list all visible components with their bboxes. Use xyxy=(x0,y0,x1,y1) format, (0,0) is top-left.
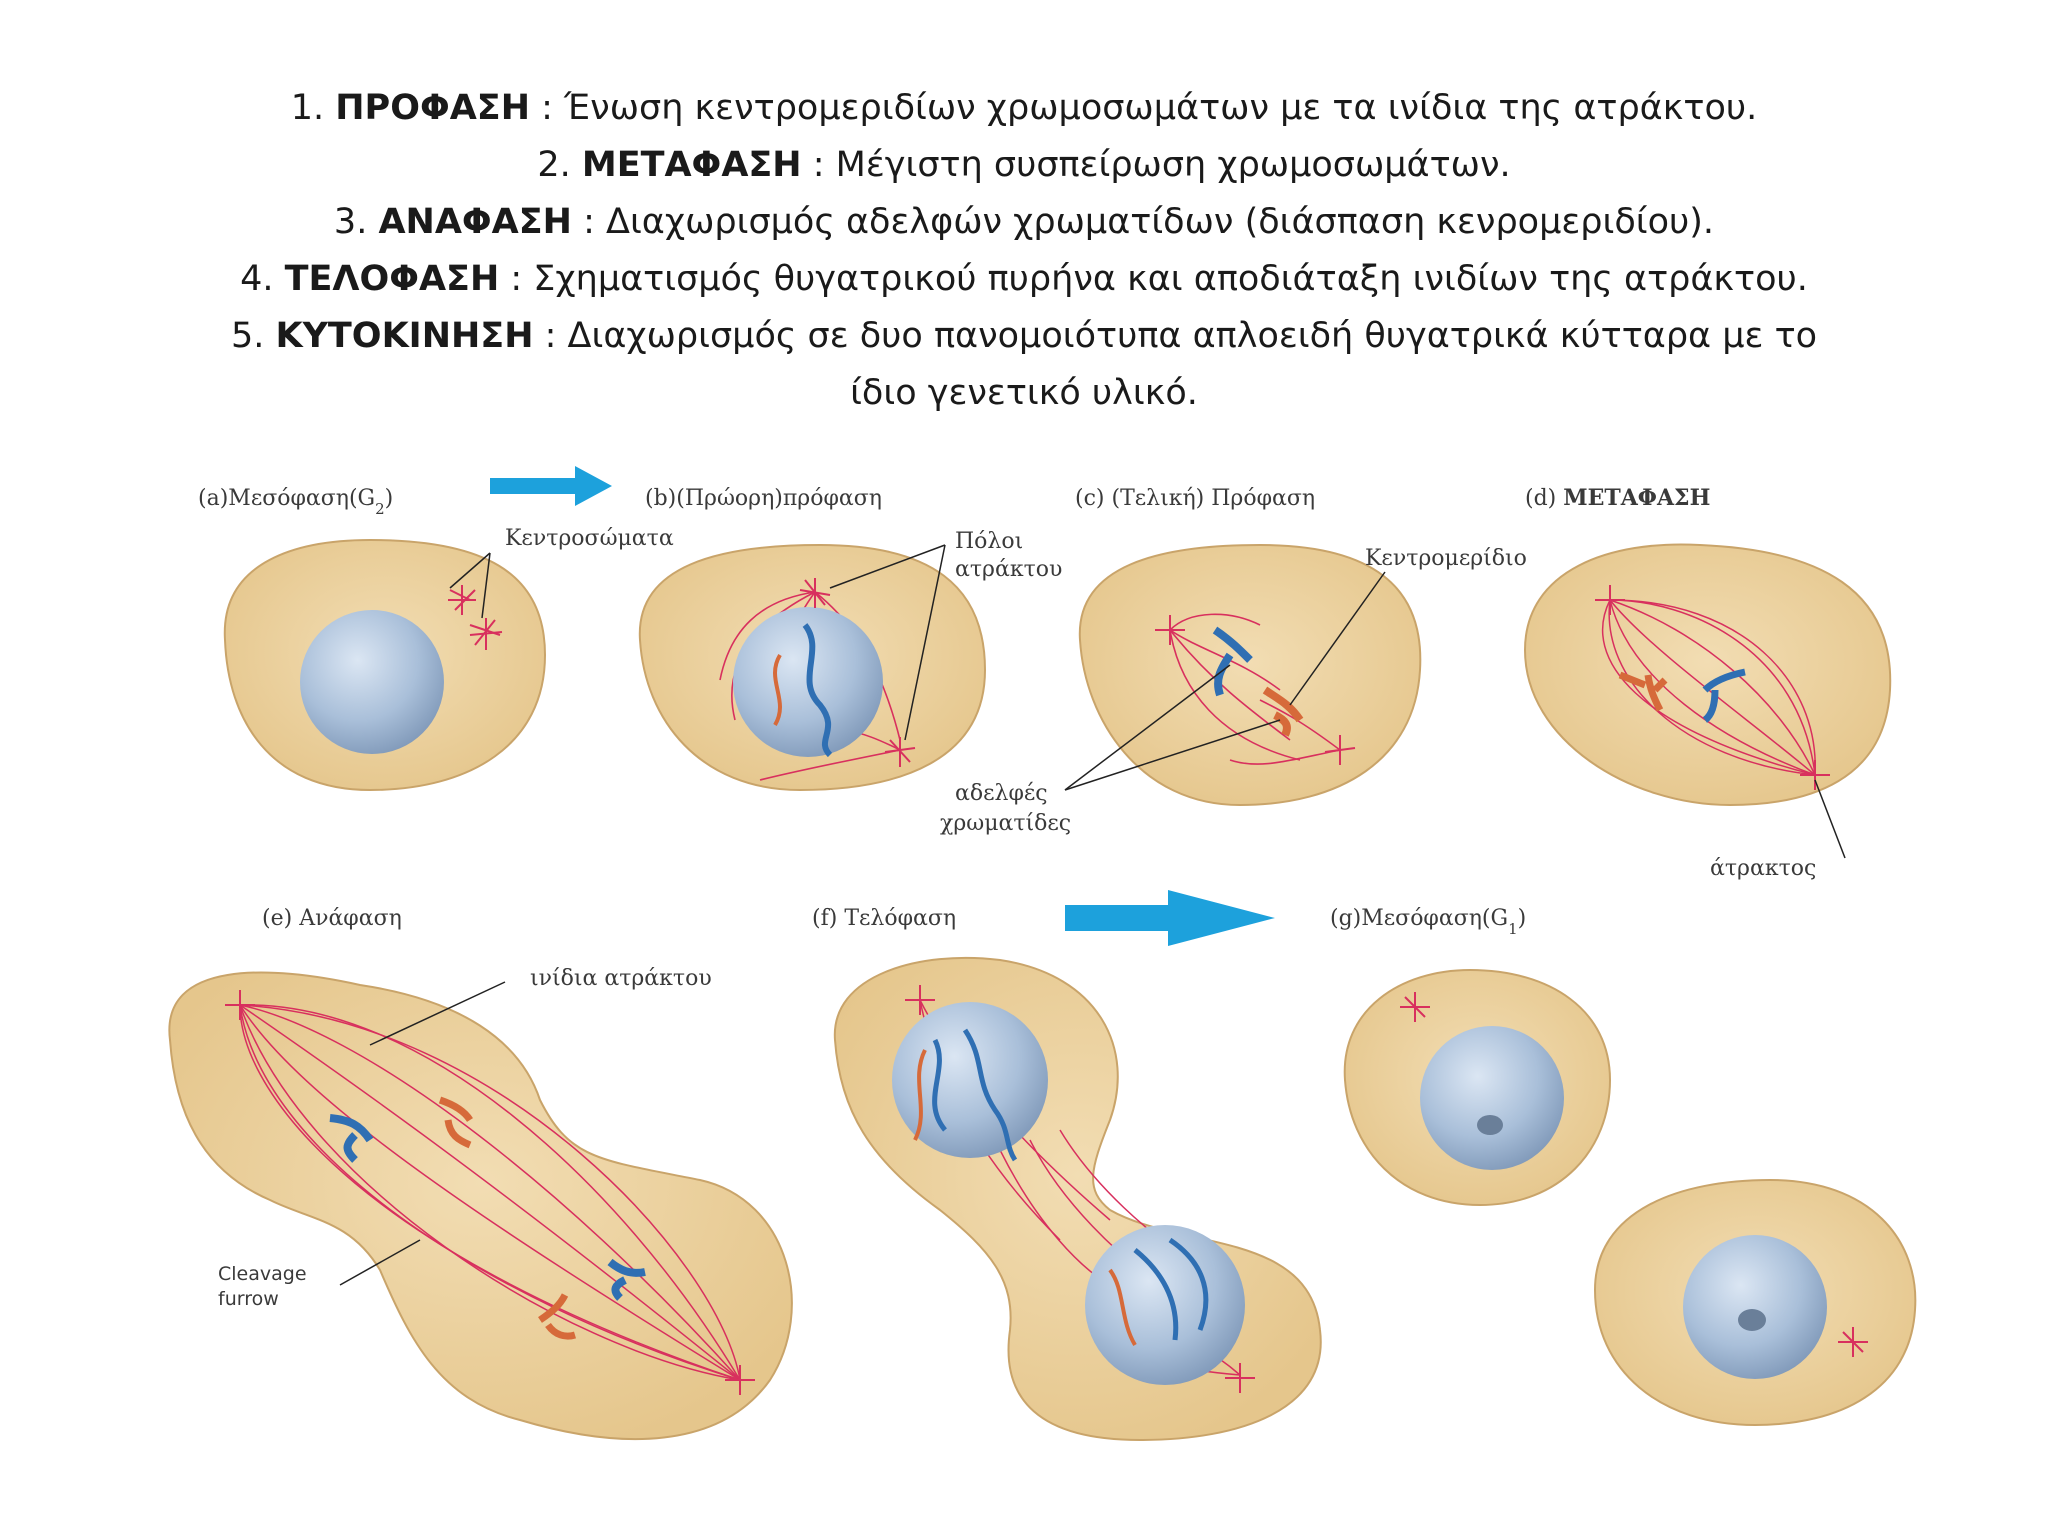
phase-description: : Διαχωρισμός αδελφών χρωματίδων (διάσπα… xyxy=(571,202,1715,242)
line-number: 1. xyxy=(290,88,336,128)
sister-chromatids-label: αδελφές xyxy=(955,781,1048,806)
cleavage-furrow-label: Cleavage xyxy=(218,1263,307,1285)
cell-a-interphase-g2: Κεντροσώματα xyxy=(223,526,674,792)
description-line-2: 2. ΜΕΤΑΦΑΣΗ : Μέγιστη συσπείρωση χρωμοσω… xyxy=(0,137,2048,194)
nucleus xyxy=(1420,1026,1564,1170)
spindle-pole-icon xyxy=(799,578,916,767)
cell-d-metaphase: άτρακτος xyxy=(1523,543,1892,881)
chromosome-blue xyxy=(329,1114,374,1163)
panel-b-title: (b)(Πρώορη)πρόφαση xyxy=(645,486,882,511)
cell-e-anaphase: ινίδια ατράκτου Cleavage furrow xyxy=(168,966,793,1441)
spindle-fibers-label: ινίδια ατράκτου xyxy=(530,966,712,991)
spindle-poles-label: Πόλοι xyxy=(955,529,1023,554)
line-number: 5. xyxy=(230,316,276,356)
description-line-3: 3. ΑΝΑΦΑΣΗ : Διαχωρισμός αδελφών χρωματί… xyxy=(0,194,2048,251)
chromosome-blue xyxy=(1133,1237,1209,1341)
chromosome-blue xyxy=(932,1028,1018,1162)
nucleus xyxy=(1683,1235,1827,1379)
arrow-icon xyxy=(490,466,612,506)
phase-term: ΠΡΟΦΑΣΗ xyxy=(335,88,531,128)
phase-description: : Σχηματισμός θυγατρικού πυρήνα και αποδ… xyxy=(499,259,1808,299)
cell-g-interphase-g1-lower xyxy=(1593,1178,1917,1427)
description-line-6: ίδιο γενετικό υλικό. xyxy=(0,365,2048,422)
spindle-poles-label-2: ατράκτου xyxy=(955,557,1062,582)
panel-a-title: (a)Μεσόφαση(G2) xyxy=(198,486,393,518)
nucleus xyxy=(892,1002,1048,1158)
panel-d-title: (d) ΜΕΤΑΦΑΣΗ xyxy=(1525,485,1710,511)
chromosome-blue xyxy=(1702,668,1746,723)
description-line-1: 1. ΠΡΟΦΑΣΗ : Ένωση κεντρομεριδίων χρωμοσ… xyxy=(0,80,2048,137)
centromere-label: Κεντρομερίδιο xyxy=(1365,546,1527,571)
phase-description: ίδιο γενετικό υλικό. xyxy=(850,373,1198,413)
arrow-icon xyxy=(1065,890,1275,946)
phase-term: ΤΕΛΟΦΑΣΗ xyxy=(284,259,500,299)
panel-f-title: (f) Τελόφαση xyxy=(812,906,956,931)
phase-term: ΜΕΤΑΦΑΣΗ xyxy=(581,145,802,185)
centrosome-icon xyxy=(1838,1327,1868,1357)
phase-term: ΑΝΑΦΑΣΗ xyxy=(378,202,572,242)
spindle-fibers xyxy=(239,1004,741,1381)
cell-b-early-prophase: Πόλοι ατράκτου xyxy=(638,529,1062,792)
spindle-label: άτρακτος xyxy=(1710,856,1816,881)
centrosome-icon xyxy=(448,585,503,650)
nucleolus xyxy=(1477,1115,1503,1135)
description-line-4: 4. ΤΕΛΟΦΑΣΗ : Σχηματισμός θυγατρικού πυρ… xyxy=(0,251,2048,308)
panel-e-title: (e) Ανάφαση xyxy=(262,906,402,931)
sister-chromatids-label-2: χρωματίδες xyxy=(940,811,1071,836)
line-number: 4. xyxy=(240,259,285,299)
phase-descriptions: 1. ΠΡΟΦΑΣΗ : Ένωση κεντρομεριδίων χρωμοσ… xyxy=(0,80,2048,422)
cleavage-furrow-label-2: furrow xyxy=(218,1288,279,1310)
line-number: 2. xyxy=(537,145,582,185)
spindle-pole-icon xyxy=(905,985,1255,1393)
line-number: 3. xyxy=(333,202,379,242)
chromosome-orange xyxy=(1618,671,1668,712)
nucleus xyxy=(1085,1225,1245,1385)
spindle-fibers xyxy=(1601,599,1816,776)
chromosome-orange xyxy=(773,653,782,727)
chromosome-orange xyxy=(1108,1268,1137,1347)
chromosome-orange xyxy=(913,1049,927,1141)
phase-term: ΚΥΤΟΚΙΝΗΣΗ xyxy=(275,316,534,356)
chromosome-blue xyxy=(1212,626,1253,697)
centrosome-icon xyxy=(1400,992,1430,1022)
spindle-pole-icon xyxy=(1595,585,1830,790)
cell-f-telophase xyxy=(833,956,1322,1442)
chromosome-blue xyxy=(802,623,833,758)
description-line-5: 5. ΚΥΤΟΚΙΝΗΣΗ : Διαχωρισμός σε δυο πανομ… xyxy=(0,308,2048,365)
nucleolus xyxy=(1738,1309,1766,1331)
panel-g-title: (g)Μεσόφαση(G1) xyxy=(1330,906,1526,938)
cell-g-interphase-g1-upper xyxy=(1343,968,1612,1207)
phase-description: : Μέγιστη συσπείρωση χρωμοσωμάτων. xyxy=(801,145,1511,185)
cell-c-late-prophase: Κεντρομερίδιο αδελφές χρωματίδες xyxy=(940,543,1527,836)
spindle-fibers xyxy=(1169,613,1341,765)
spindle-pole-icon xyxy=(225,990,755,1395)
panel-c-title: (c) (Τελική) Πρόφαση xyxy=(1075,486,1315,511)
spindle-pole-icon xyxy=(1155,615,1356,765)
chromosome-orange xyxy=(538,1293,577,1340)
centrosomes-label: Κεντροσώματα xyxy=(505,526,674,551)
phase-description: : Διαχωρισμός σε δυο πανομοιότυπα απλοει… xyxy=(533,316,1818,356)
nucleus xyxy=(300,610,444,754)
chromosome-orange xyxy=(1262,686,1304,737)
chromosome-orange xyxy=(438,1096,473,1149)
phase-description: : Ένωση κεντρομεριδίων χρωμοσωμάτων με τ… xyxy=(530,88,1758,128)
chromosome-blue xyxy=(607,1258,646,1301)
